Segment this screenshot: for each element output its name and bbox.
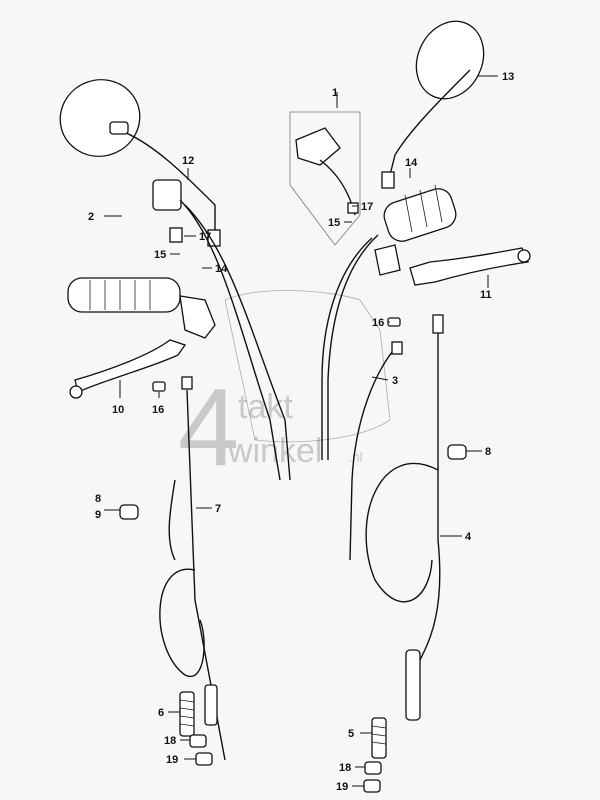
- callout-9: 9: [95, 509, 101, 521]
- callout-15-right: 15: [328, 217, 340, 229]
- adjuster-18-right: [364, 761, 382, 775]
- callout-7: 7: [215, 503, 221, 515]
- callout-2: 2: [88, 211, 94, 223]
- callout-19-left: 19: [166, 754, 178, 766]
- frame-outline: [224, 290, 391, 443]
- left-mirror: [59, 79, 221, 247]
- callout-11: 11: [480, 289, 492, 301]
- callout-15-left: 15: [154, 249, 166, 261]
- adjuster-18-left: [189, 734, 207, 748]
- callouts: 1 2 3 4 5 6 7 8 8 9 10 11 12 13 14 14 15: [88, 71, 514, 793]
- callout-3: 3: [392, 375, 398, 387]
- cable-7: [119, 376, 226, 761]
- watermark-suffix: .nl: [348, 449, 363, 465]
- callout-16-right: 16: [372, 317, 384, 329]
- callout-13: 13: [502, 71, 514, 83]
- callout-6: 6: [158, 707, 164, 719]
- callout-12: 12: [182, 155, 194, 167]
- callout-18-left: 18: [164, 735, 176, 747]
- nut-19-left: [195, 752, 213, 766]
- callout-8-left: 8: [95, 493, 101, 505]
- right-mirror: [381, 20, 485, 189]
- right-grip: [321, 184, 457, 460]
- callout-17-right: 17: [361, 201, 373, 213]
- watermark-logo: 4 takt winkel .nl: [178, 366, 363, 489]
- cable-3: [349, 341, 403, 561]
- callout-14-left: 14: [215, 263, 228, 275]
- spring-5: [371, 717, 387, 759]
- callout-4: 4: [465, 531, 472, 543]
- left-switch-housing: [152, 179, 291, 481]
- callout-18-right: 18: [339, 762, 351, 774]
- callout-1: 1: [332, 87, 338, 99]
- left-lever: [69, 339, 187, 399]
- right-switch-housing: [289, 111, 361, 246]
- right-lever: [387, 247, 531, 327]
- nut-19-right: [363, 779, 381, 793]
- spring-6: [179, 691, 195, 737]
- callout-16-left: 16: [152, 404, 164, 416]
- callout-10: 10: [112, 404, 124, 416]
- cable-4: [365, 314, 467, 721]
- callout-19-right: 19: [336, 781, 348, 793]
- callout-8-right: 8: [485, 446, 491, 458]
- left-grip: [67, 277, 216, 339]
- callout-5: 5: [348, 728, 354, 740]
- callout-14-right: 14: [405, 157, 418, 169]
- callout-17-left: 17: [199, 231, 211, 243]
